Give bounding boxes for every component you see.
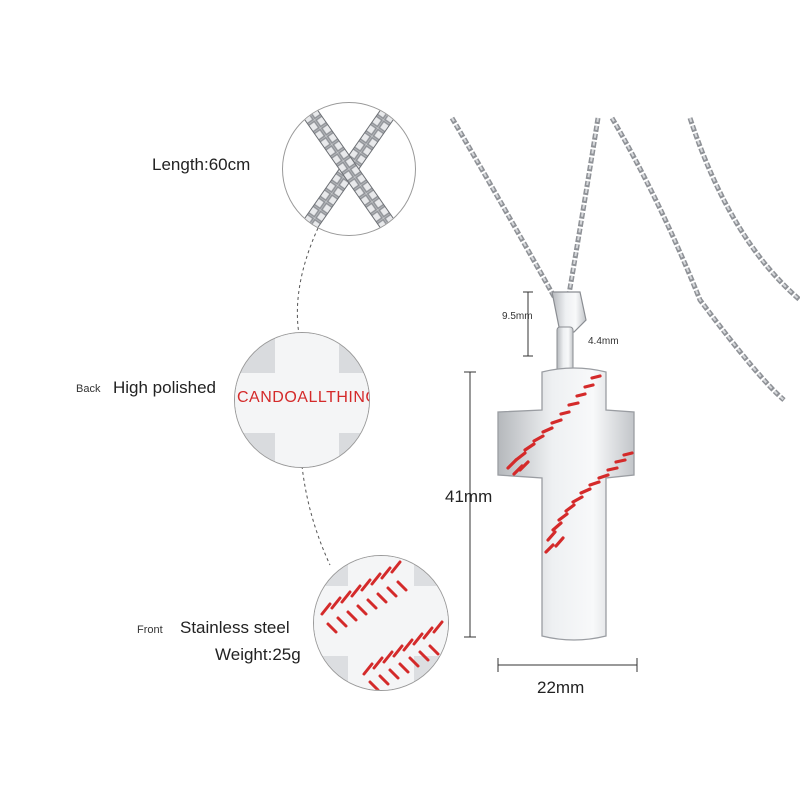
front-prefix: Front (137, 624, 163, 636)
chain-detail-image (290, 103, 408, 235)
bail-height-label: 9.5mm (502, 311, 533, 322)
back-prefix: Back (76, 383, 101, 395)
weight-label: Weight:25g (215, 645, 301, 664)
front-detail-image (314, 556, 448, 690)
engraving-text: CANDOALLTHING (237, 389, 370, 406)
material-label: Stainless steel (180, 618, 290, 637)
length-label: Length:60cm (152, 155, 251, 174)
front-detail-circle (313, 555, 449, 691)
back-finish-label: High polished (113, 378, 217, 397)
cross-height-label: 41mm (445, 487, 493, 506)
chain-detail-circle (282, 102, 416, 236)
back-detail-circle: CANDOALLTHING (234, 332, 370, 468)
bail-width-label: 4.4mm (588, 336, 619, 347)
back-detail-image (235, 333, 369, 467)
cross-width-label: 22mm (537, 678, 585, 697)
